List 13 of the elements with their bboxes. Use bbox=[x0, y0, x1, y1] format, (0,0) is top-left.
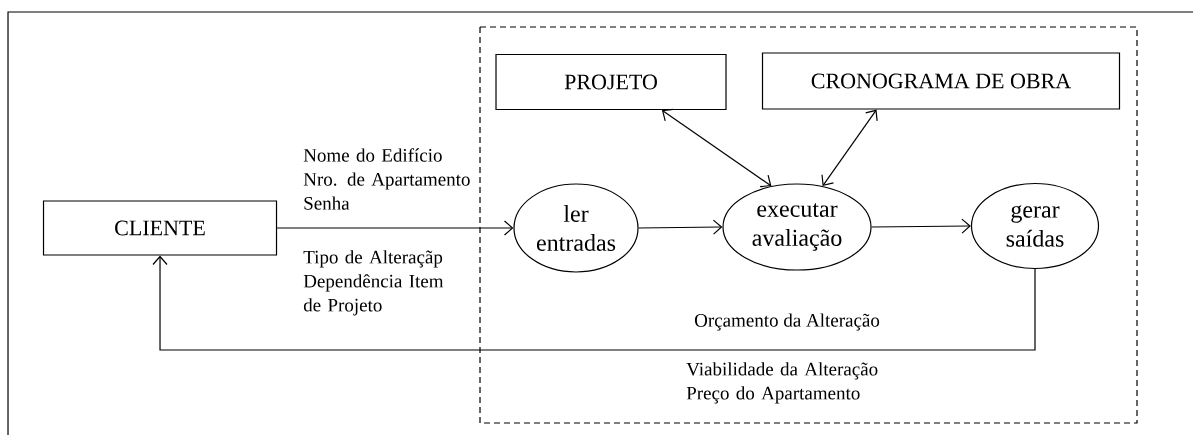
arrow bbox=[661, 108, 772, 188]
process-box: CLIENTE bbox=[42, 200, 278, 256]
arrow bbox=[276, 220, 514, 236]
edge-label: Nome do Edifício Nro. de Apartamento Senha bbox=[303, 148, 470, 210]
edge-label: Orçamento da Alteração bbox=[694, 313, 880, 331]
arrow bbox=[871, 218, 971, 234]
arrow bbox=[152, 255, 1036, 351]
data-label: Viabilidade da Alteração Preço do Apartamento bbox=[686, 362, 878, 404]
process-box: PROJETO bbox=[495, 53, 727, 111]
arrow bbox=[821, 109, 878, 187]
process-box: CRONOGRAMA DE OBRA bbox=[761, 52, 1121, 110]
arrow bbox=[638, 219, 723, 235]
data-label: Tipo de Alteraçãp Dependência Item de Projeto bbox=[303, 250, 444, 316]
